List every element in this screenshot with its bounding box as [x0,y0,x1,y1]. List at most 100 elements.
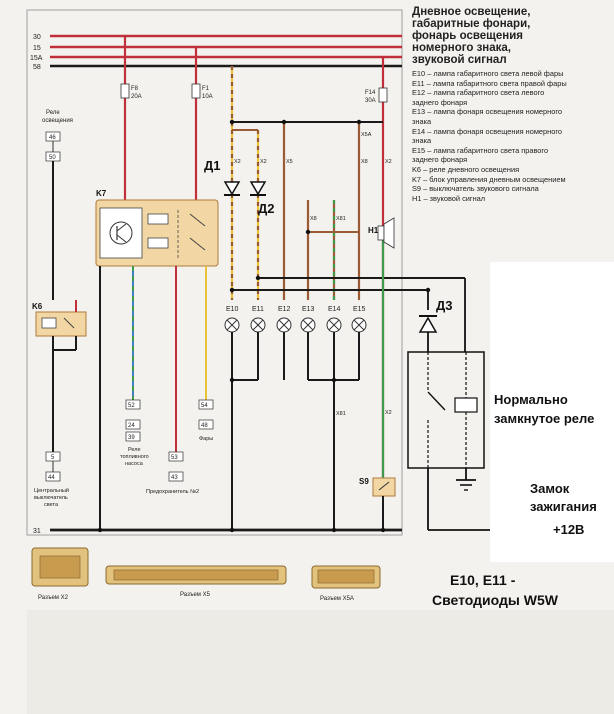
pump-caption-3: насоса [125,461,144,467]
ignition-label-3: +12В [553,522,585,537]
horn-switch-contact [378,481,390,491]
nc-relay-label-2: замкнутое реле [494,411,595,426]
legend-item: E11 – лампа габаритного света правой фар… [412,78,567,88]
lighting-relay-chain: Реле освещения 46 50 [42,110,73,300]
junction-dots [97,119,431,533]
lamp-e15-label: E15 [353,306,366,313]
connector-48 [198,419,214,430]
legend-title-line: Дневное освещение, [412,6,531,18]
x8-label-b: X8 [361,159,368,165]
lamp-e13-label: E13 [302,306,315,313]
legend-item: знака [412,116,432,126]
legend-item: E15 – лампа габаритного света правого [412,145,549,155]
pump-caption-2: топливного [120,454,149,460]
junction-dot [380,527,386,533]
fuse-f8-rating: 20A [131,94,142,100]
k7-electronic-unit [99,207,143,259]
connector-x2-caption: Разъем X2 [38,595,69,601]
led-note-2: Светодиоды W5W [432,592,558,608]
connector-x2-pins [39,555,81,579]
x5-label: X5 [286,159,293,165]
x8-label-a: X8 [310,216,317,222]
horn-switch-s9-label: S9 [359,477,369,486]
k6-label: K6 [32,302,43,311]
legend-title-line: звуковой сигнал [412,54,507,66]
lamp-e10-x2 [226,319,238,331]
legend-title: Дневное освещение, габаритные фонари, фо… [412,6,612,66]
rail-31-label: 31 [33,528,41,535]
lighting-relay-caption-1: Реле [46,110,60,116]
x2-label-d: X2 [385,410,392,416]
connector-43 [168,471,184,482]
supply-rails: 30 15 15A 58 31 [30,34,402,535]
added-relay-circuit [407,278,550,531]
lamp-grounds: X81 [231,332,360,530]
junction-dot [281,119,287,125]
rail-30-label: 30 [33,34,41,41]
diode-d2 [249,181,267,196]
legend-item: S9 – выключатель звукового сигнала [412,184,539,194]
lamp-e13: E13 [300,306,316,333]
switch-caption-3: света [44,502,59,508]
horn-h1-bell [383,217,395,249]
lamp-e11-x2 [252,319,264,331]
lamp-e14-label: E14 [328,306,341,313]
diode-d2-label: Д2 [258,201,275,216]
rail-58-label: 58 [33,64,41,71]
connector-48-label: 48 [201,423,208,429]
k7-label: K7 [96,189,107,198]
diode-d1-label: Д1 [204,158,221,173]
nc-relay-contact [427,391,446,411]
junction-dot [229,119,235,125]
fuse-f14 [378,87,388,103]
k7-relay-coil-2 [147,237,169,249]
fuse-f1-label: F1 [202,86,210,92]
connector-44 [45,471,61,482]
k7-transistor-symbol [109,221,133,245]
junction-dot [229,527,235,533]
fuse-f1 [191,83,201,99]
legend-item: E13 – лампа фонаря освещения номерного [412,107,562,117]
lamp-e15: E15 [351,306,367,333]
connector-53-label: 53 [171,455,178,461]
x2-label-c: X2 [385,159,392,165]
central-switch-chain: 5 44 Центральный выключатель света [34,376,69,508]
horn-h1-label: H1 [368,226,379,235]
legend-title-line: габаритные фонари, [412,18,531,30]
lamp-e12-x2 [278,319,290,331]
k7-contact-1 [189,213,206,227]
k6-contact [63,317,75,329]
connector-24 [125,419,141,430]
connector-54-label: 54 [201,403,208,409]
legend-item: заднего фонаря [412,97,468,107]
connector-44-label: 44 [48,475,55,481]
legend-item: E14 – лампа фонаря освещения номерного [412,126,562,136]
switch-caption-1: Центральный [34,487,69,494]
connector-46-label: 46 [49,135,56,141]
k7-contact-2 [189,237,206,251]
connector-50-label: 50 [49,155,56,161]
lamp-e14-x2 [328,319,340,331]
x81-label-a: X81 [336,216,346,222]
k7-transistor-collector [116,223,127,232]
junction-dot [305,229,311,235]
x2-label-b: X2 [260,159,267,165]
junction-dot [331,377,337,383]
connector-43-label: 43 [171,475,178,481]
connector-x5a-caption: Разъем X5A [320,596,354,602]
k7-relay-coil-1 [147,213,169,225]
nc-relay-label-1: Нормально [494,392,568,407]
legend-item: K7 – блок управления дневным освещением [412,174,566,184]
junction-dot [425,287,431,293]
fuse-f14-label: F14 [365,90,376,96]
connector-x5-caption: Разъем X5 [180,592,211,598]
junction-dot [331,527,337,533]
legend-panel: Дневное освещение, габаритные фонари, фо… [412,6,612,203]
connector-5-label: 5 [51,455,55,461]
connector-24-label: 24 [128,423,135,429]
connector-39 [125,431,141,442]
rail-15a-label: 15A [30,55,43,62]
legend-item: K6 – реле дневного освещения [412,164,520,174]
lamp-e13-x2 [302,319,314,331]
